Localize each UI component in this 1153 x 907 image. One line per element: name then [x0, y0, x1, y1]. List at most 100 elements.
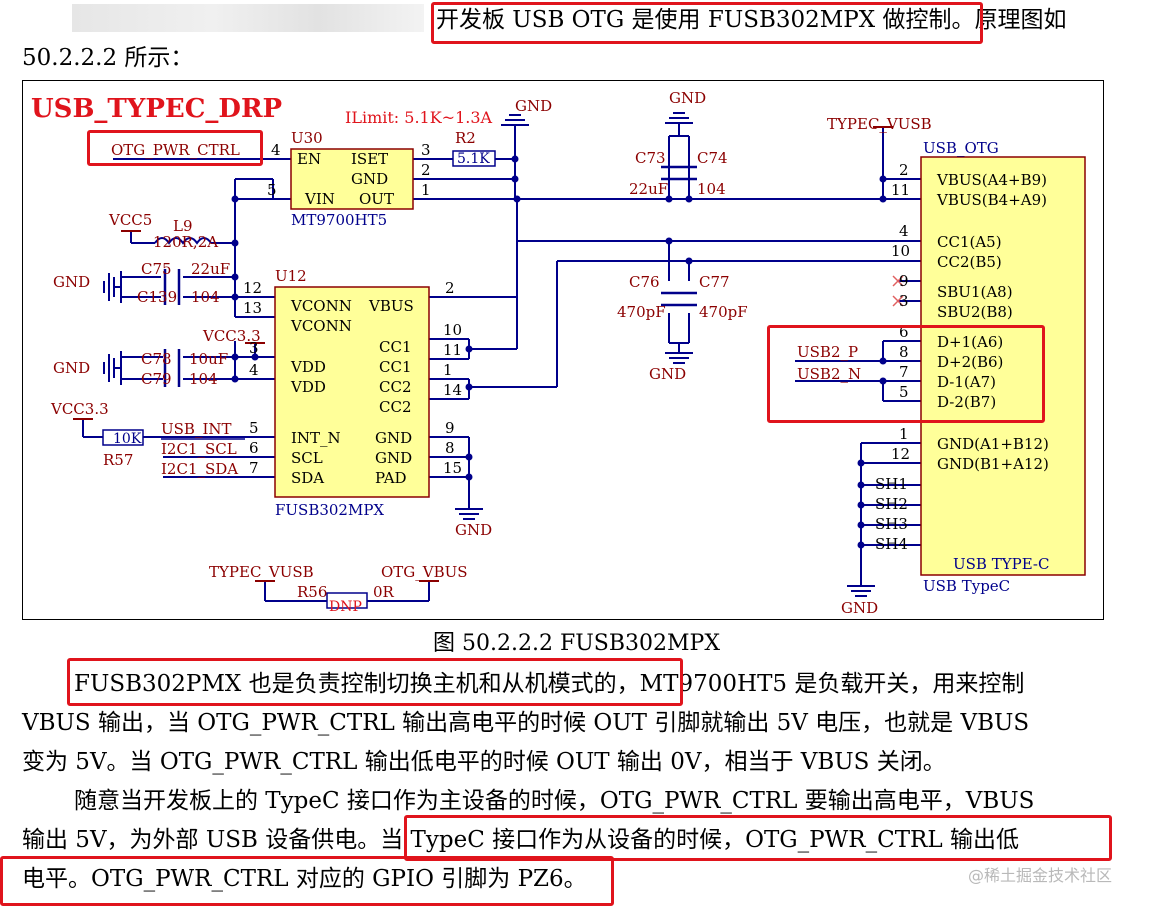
schematic-text: 11	[891, 181, 910, 199]
schematic-text: EN	[297, 150, 321, 168]
schematic-text: SDA	[291, 469, 324, 487]
schematic-text: 2	[445, 279, 455, 297]
c139-ref: C139	[137, 288, 177, 306]
c77-value: 470pF	[699, 303, 748, 321]
gnd-label-5: GND	[455, 521, 492, 539]
schematic-figure: USB_TYPEC_DRP ILimit: 5.1K~1.3A OTG_PWR_…	[22, 80, 1104, 620]
schematic-text: 5	[249, 419, 259, 437]
schematic-text: ISET	[351, 150, 388, 168]
r2-ref: R2	[455, 129, 476, 147]
schematic-text: 12	[243, 279, 262, 297]
schematic-text: VBUS	[368, 297, 414, 315]
watermark: @稀土掘金技术社区	[968, 866, 1113, 885]
gnd-label-6: GND	[649, 365, 686, 383]
c76-ref: C76	[629, 273, 660, 291]
connector-inner-label: USB TYPE-C	[953, 555, 1049, 573]
schematic-text: 3	[249, 339, 259, 357]
c78-value: 10uF	[189, 350, 228, 368]
schematic-text: 2	[421, 161, 431, 179]
schematic-text: 7	[899, 363, 909, 381]
para1-line-3: 变为 5V。当 OTG_PWR_CTRL 输出低电平的时候 OUT 输出 0V，…	[22, 749, 946, 775]
schematic-text: 11	[443, 341, 462, 359]
schematic-text: SBU2(B8)	[937, 303, 1013, 321]
schematic-text: 13	[243, 299, 262, 317]
schematic-text: PAD	[375, 469, 407, 487]
u12-body	[274, 286, 430, 498]
gnd-label-1: GND	[515, 97, 552, 115]
vcc33-label-1: VCC3.3	[202, 327, 261, 345]
schematic-text: GND(A1+B12)	[937, 435, 1049, 453]
schematic-text: 5	[267, 181, 277, 199]
r56-ref: R56	[297, 583, 327, 601]
net-usb2-n: USB2_N	[797, 365, 861, 383]
schematic-text: 4	[899, 222, 909, 240]
r57-ref: R57	[103, 451, 133, 469]
schematic-text: GND	[375, 429, 412, 447]
schematic-text: SCL	[291, 449, 323, 467]
schematic-text: 8	[445, 439, 455, 457]
highlight-box-intro	[431, 2, 983, 44]
schematic-text: SH1	[875, 475, 908, 493]
l9-value: 120R,2A	[153, 233, 218, 251]
schematic-text: 7	[249, 459, 259, 477]
connector-part: USB TypeC	[923, 577, 1010, 595]
schematic-text: 10	[891, 242, 910, 260]
gnd-label-2: GND	[669, 89, 706, 107]
c79-ref: C79	[141, 370, 172, 388]
c73-ref: C73	[635, 149, 666, 167]
schematic-text: 15	[443, 459, 462, 477]
otg-vbus-label: OTG_VBUS	[381, 563, 468, 581]
schematic-text: 3	[899, 292, 909, 310]
schematic-text: VCONN	[290, 297, 352, 315]
schematic-text: CC2(B5)	[937, 253, 1002, 271]
para2-line-2: 输出 5V，为外部 USB 设备供电。当 TypeC 接口作为从设备的时候，OT…	[22, 827, 1019, 853]
schematic-text: VBUS(A4+B9)	[936, 171, 1047, 189]
schematic-text: D+1(A6)	[937, 333, 1003, 351]
schematic-text: CC1	[379, 358, 412, 376]
highlight-box-otg-pwr-ctrl	[87, 130, 263, 166]
schematic-text: D-2(B7)	[937, 393, 996, 411]
schematic-text: 8	[899, 343, 909, 361]
schematic-text: 4	[271, 141, 281, 159]
ilimit-label: ILimit: 5.1K~1.3A	[345, 108, 493, 127]
net-i2c1-sda: I2C1_SDA	[161, 460, 238, 478]
u12-part: FUSB302MPX	[275, 501, 384, 519]
c79-value: 104	[189, 370, 218, 388]
c74-ref: C74	[697, 149, 728, 167]
c75-value: 22uF	[191, 260, 230, 278]
gnd-label-4: GND	[53, 359, 90, 377]
schematic-text: OUT	[359, 190, 394, 208]
schematic-text: 4	[249, 361, 259, 379]
u12-ref: U12	[275, 267, 307, 285]
schematic-text: 14	[443, 381, 462, 399]
typec-vusb-top: TYPEC_VUSB	[827, 115, 932, 133]
schematic-text: SH3	[875, 515, 908, 533]
schematic-text: 5	[899, 383, 909, 401]
schematic-text: 9	[899, 272, 909, 290]
r2-value: 5.1K	[457, 151, 490, 167]
net-otg-pwr-ctrl: OTG_PWR_CTRL	[111, 141, 240, 159]
schematic-text: GND	[375, 449, 412, 467]
net-usb-int: USB_INT	[161, 420, 232, 438]
u30-body	[290, 148, 414, 210]
c73-value: 22uF	[629, 180, 668, 198]
para2-line-3: 电平。OTG_PWR_CTRL 对应的 GPIO 引脚为 PZ6。	[22, 866, 587, 892]
vcc5-label: VCC5	[108, 211, 152, 229]
blurred-text	[72, 4, 424, 32]
schematic-text: GND(B1+A12)	[937, 455, 1049, 473]
para2-line-1: 随意当开发板上的 TypeC 接口作为主设备的时候，OTG_PWR_CTRL 要…	[74, 788, 1035, 814]
c75-ref: C75	[141, 260, 172, 278]
schematic-text: 6	[249, 439, 259, 457]
u30-ref: U30	[291, 129, 323, 147]
connector-ref: USB_OTG	[923, 139, 999, 157]
highlight-box-usb-data	[767, 325, 1045, 423]
l9-ref: L9	[173, 217, 193, 235]
schematic-text: VDD	[290, 358, 326, 376]
typec-vusb-bottom: TYPEC_VUSB	[209, 563, 314, 581]
highlight-box-para2-a	[404, 815, 1112, 861]
schematic-text: 12	[891, 445, 910, 463]
net-i2c1-scl: I2C1_SCL	[161, 440, 237, 458]
schematic-text: 2	[899, 161, 909, 179]
schematic-text: 9	[445, 419, 455, 437]
schematic-text: SH4	[875, 535, 908, 553]
